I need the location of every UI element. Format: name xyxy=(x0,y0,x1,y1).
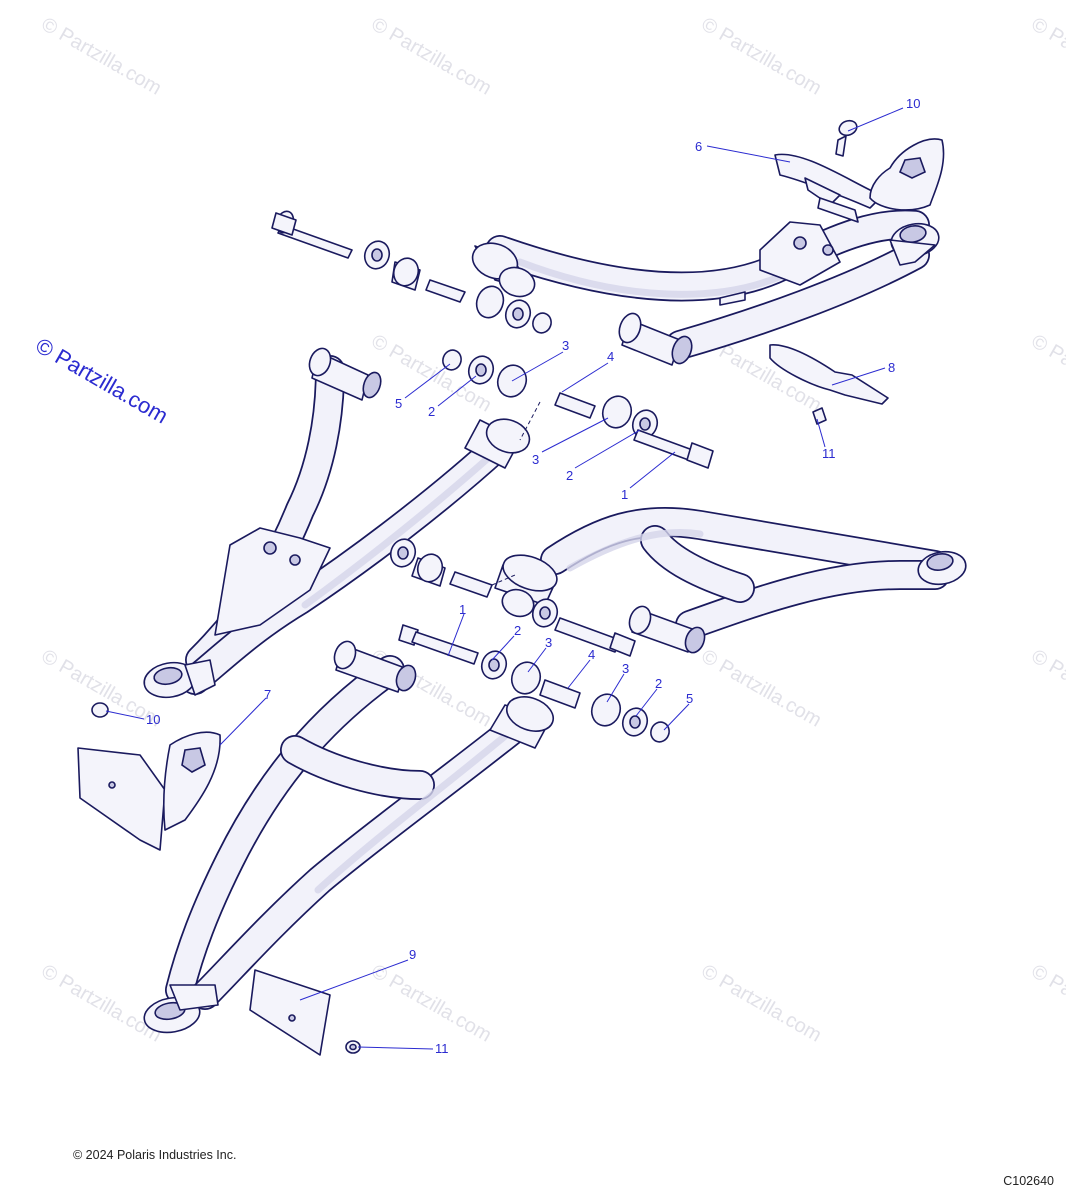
part-9-plate xyxy=(249,969,331,1056)
callout-label: 2 xyxy=(566,468,573,483)
watermark-text: © Partzilla.com xyxy=(698,645,826,731)
callout-label: 2 xyxy=(655,676,662,691)
callout-label: 9 xyxy=(409,947,416,962)
callout-label: 5 xyxy=(395,396,402,411)
upper-rear-a-arm xyxy=(471,209,940,366)
callout-label: 4 xyxy=(607,349,614,364)
watermark-text: © Partzilla.com xyxy=(698,960,826,1046)
watermark-text: © Partzilla.com xyxy=(38,13,166,99)
lower-front-hardware xyxy=(398,624,670,743)
callout-label: 3 xyxy=(545,635,552,650)
part-7-guard xyxy=(77,731,221,851)
callout-label: 7 xyxy=(264,687,271,702)
watermark-text: © Partzilla.com xyxy=(38,960,166,1046)
copyright-text: © 2024 Polaris Industries Inc. xyxy=(73,1148,236,1162)
callout-label: 1 xyxy=(621,487,628,502)
part-8-clip xyxy=(769,344,889,405)
lower-front-a-arm xyxy=(143,640,555,1034)
callout-label: 3 xyxy=(532,452,539,467)
watermark-text: © Partzilla.com xyxy=(1028,960,1066,1046)
callout-label: 2 xyxy=(514,623,521,638)
callout-numbers: 10 6 3 4 5 2 3 2 1 8 11 1 2 3 4 3 2 5 7 … xyxy=(146,96,920,1056)
callout-label: 1 xyxy=(459,602,466,617)
callout-label: 11 xyxy=(435,1041,449,1056)
part-6-guard xyxy=(774,138,945,223)
watermark-text: © Partzilla.com xyxy=(1028,645,1066,731)
callout-label: 11 xyxy=(822,446,836,461)
part-10-bolt-top xyxy=(835,119,858,157)
partzilla-watermark-main: © Partzilla.com xyxy=(32,333,173,429)
watermark-text: © Partzilla.com xyxy=(1028,13,1066,99)
callout-label: 3 xyxy=(562,338,569,353)
diagram-code: C102640 xyxy=(1003,1174,1054,1188)
part-10-bolt-lower xyxy=(91,702,109,718)
callout-label: 4 xyxy=(588,647,595,662)
upper-front-a-arm xyxy=(143,347,531,699)
upper-rear-hardware xyxy=(271,210,552,334)
callout-label: 6 xyxy=(695,139,702,154)
callout-label: 10 xyxy=(906,96,920,111)
lower-rear-hardware xyxy=(389,538,636,657)
callout-label: 2 xyxy=(428,404,435,419)
callout-label: 5 xyxy=(686,691,693,706)
part-11-nut-upper xyxy=(812,407,827,425)
callout-label: 8 xyxy=(888,360,895,375)
callout-label: 10 xyxy=(146,712,160,727)
watermark-text: © Partzilla.com xyxy=(698,13,826,99)
part-11-nut-lower xyxy=(345,1040,361,1054)
watermark-text: © Partzilla.com xyxy=(368,13,496,99)
watermark-text: © Partzilla.com xyxy=(1028,330,1066,416)
callout-leaders xyxy=(105,107,904,1050)
callout-label: 3 xyxy=(622,661,629,676)
lower-rear-a-arm xyxy=(494,506,967,654)
watermark-text: © Partzilla.com xyxy=(368,960,496,1046)
